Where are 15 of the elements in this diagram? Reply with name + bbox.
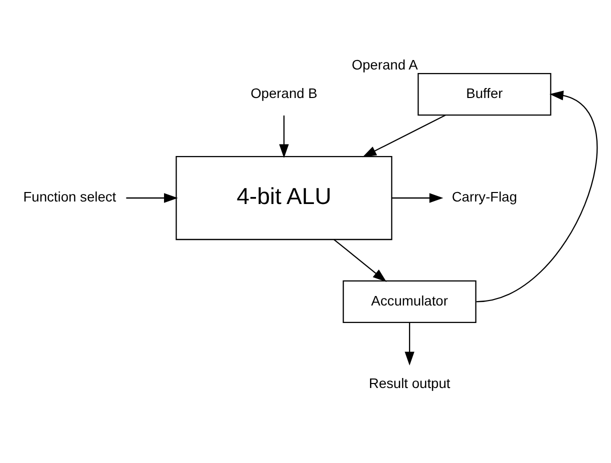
- node-text: Result output: [368, 374, 450, 391]
- arrow: [126, 192, 178, 202]
- arrow: [279, 115, 289, 158]
- node-box: Accumulator: [342, 280, 476, 323]
- node-text: Carry-Flag: [452, 188, 518, 204]
- arrow: [476, 90, 598, 302]
- node-label: Operand A: [352, 56, 418, 72]
- node-box: 4-bit ALU: [176, 155, 392, 240]
- node-text: Operand B: [250, 84, 318, 100]
- arrow: [362, 114, 446, 157]
- arrow: [334, 238, 387, 282]
- arrow: [392, 192, 444, 202]
- node-text: Function select: [23, 188, 116, 204]
- arrow: [404, 322, 414, 366]
- node-box: Buffer: [418, 72, 552, 116]
